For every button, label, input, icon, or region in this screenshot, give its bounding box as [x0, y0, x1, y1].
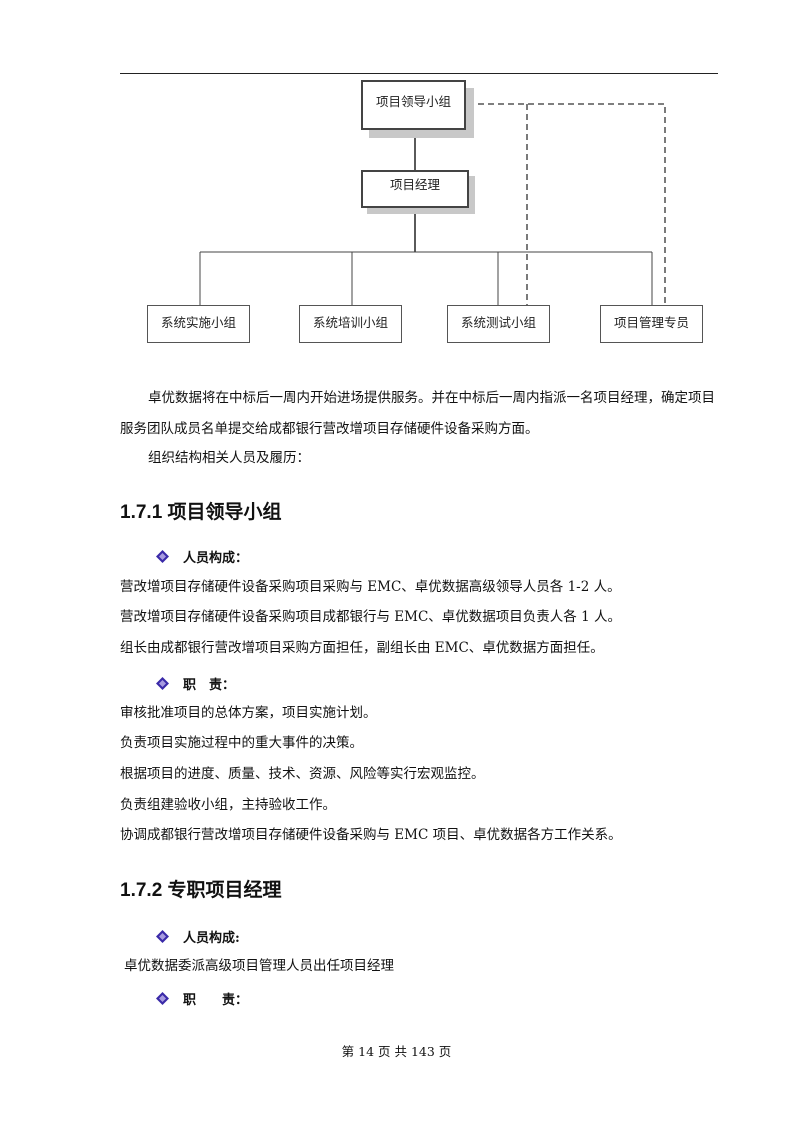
text-line: 营改增项目存储硬件设备采购项目采购与 EMC、卓优数据高级领导人员各 1-2 人…	[120, 579, 621, 595]
header-rule	[120, 73, 718, 74]
bullet-label: 职 责：	[183, 678, 236, 693]
org-box-lead: 项目领导小组	[361, 80, 466, 130]
section-heading: 1.7.2 专职项目经理	[120, 880, 282, 901]
text-line: 审核批准项目的总体方案，项目实施计划。	[120, 705, 377, 721]
text-line: 营改增项目存储硬件设备采购项目成都银行与 EMC、卓优数据项目负责人各 1 人。	[120, 609, 621, 625]
diamond-bullet-icon	[156, 992, 169, 1005]
bullet-duties: 职 责：	[156, 989, 248, 1008]
org-box-group: 系统实施小组	[147, 305, 250, 343]
text-line: 根据项目的进度、质量、技术、资源、风险等实行宏观监控。	[120, 766, 485, 782]
diamond-bullet-icon	[156, 930, 169, 943]
org-chart-connectors	[199, 103, 666, 305]
bullet-label: 人员构成：	[183, 551, 249, 566]
intro-paragraph: 卓优数据将在中标后一周内开始进场提供服务。并在中标后一周内指派一名项目经理，确定…	[120, 390, 715, 437]
bullet-label: 人员构成:	[183, 931, 240, 946]
bullet-members: 人员构成:	[156, 927, 240, 946]
text-line: 负责组建验收小组，主持验收工作。	[120, 797, 336, 813]
bullet-members: 人员构成：	[156, 547, 248, 566]
org-box-group: 系统培训小组	[299, 305, 402, 343]
page-footer: 第 14 页 共 143 页	[341, 1044, 452, 1059]
org-chart: 项目领导小组 项目经理 系统实施小组 系统培训小组 系统测试小组 项目管理专员	[0, 0, 793, 360]
text-line: 协调成都银行营改增项目存储硬件设备采购与 EMC 项目、卓优数据各方工作关系。	[120, 827, 622, 843]
text-line: 卓优数据委派高级项目管理人员出任项目经理	[124, 958, 394, 974]
bullet-duties: 职 责：	[156, 674, 235, 693]
bullet-label: 职 责：	[183, 993, 249, 1008]
text-line: 负责项目实施过程中的重大事件的决策。	[120, 735, 363, 751]
org-box-group: 系统测试小组	[447, 305, 550, 343]
diamond-bullet-icon	[156, 677, 169, 690]
diamond-bullet-icon	[156, 550, 169, 563]
section-heading: 1.7.1 项目领导小组	[120, 502, 282, 523]
org-box-manager: 项目经理	[361, 170, 469, 208]
intro-paragraph-2: 组织结构相关人员及履历：	[148, 450, 310, 466]
org-box-group: 项目管理专员	[600, 305, 703, 343]
text-line: 组长由成都银行营改增项目采购方面担任，副组长由 EMC、卓优数据方面担任。	[120, 640, 604, 656]
